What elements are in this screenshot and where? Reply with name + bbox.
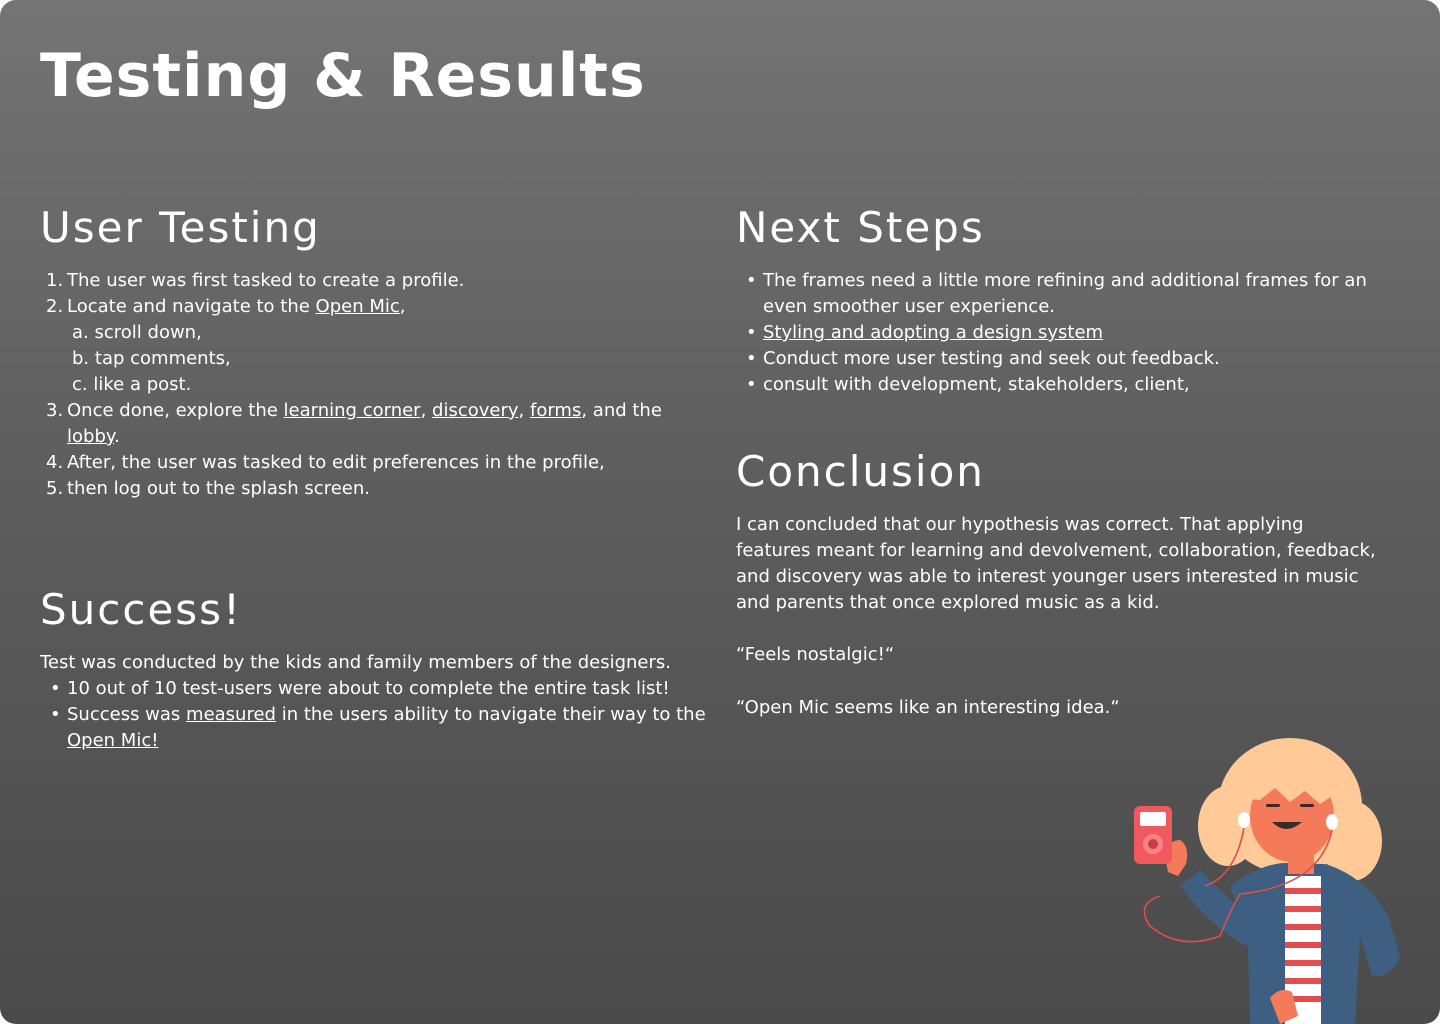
testimonial-quote: “Feels nostalgic!“ bbox=[736, 644, 895, 665]
success-bullets: • 10 out of 10 test-users were about to … bbox=[40, 676, 710, 754]
bullet-text: 10 out of 10 test-users were about to co… bbox=[67, 678, 670, 699]
separator: , and the bbox=[581, 400, 662, 421]
substep-text: like a post. bbox=[93, 374, 192, 395]
bullet-dot: • bbox=[50, 704, 61, 725]
step-number: 4. bbox=[46, 452, 64, 473]
next-step-item: • Styling and adopting a design system bbox=[736, 320, 1406, 346]
open-mic-link[interactable]: Open Mic! bbox=[67, 730, 159, 751]
bullet-dot: • bbox=[746, 322, 757, 343]
step-text: The user was first tasked to create a pr… bbox=[67, 270, 465, 291]
next-steps-heading: Next Steps bbox=[736, 203, 985, 252]
step-1: 1. The user was first tasked to create a… bbox=[40, 268, 700, 294]
substep-text: scroll down, bbox=[94, 322, 202, 343]
step-text-end: . bbox=[113, 426, 120, 447]
step-number: 5. bbox=[46, 478, 64, 499]
step-number: 3. bbox=[46, 400, 64, 421]
next-step-item: • The frames need a little more refining… bbox=[736, 268, 1406, 320]
substep-letter: a. bbox=[72, 322, 89, 343]
learning-corner-link[interactable]: learning corner bbox=[283, 400, 421, 421]
success-intro: Test was conducted by the kids and famil… bbox=[40, 652, 671, 673]
user-testing-steps: 1. The user was first tasked to create a… bbox=[40, 268, 700, 502]
separator: , bbox=[518, 400, 530, 421]
conclusion-text: I can concluded that our hypothesis was … bbox=[736, 514, 1376, 613]
measured-link[interactable]: measured bbox=[186, 704, 276, 725]
bullet-dot: • bbox=[50, 678, 61, 699]
forms-link[interactable]: forms bbox=[529, 400, 582, 421]
next-step-text: Conduct more user testing and seek out f… bbox=[763, 348, 1220, 369]
conclusion-heading: Conclusion bbox=[736, 447, 985, 496]
discovery-link[interactable]: discovery bbox=[432, 400, 519, 421]
separator: , bbox=[420, 400, 433, 421]
step-number: 1. bbox=[46, 270, 64, 291]
step-4: 4. After, the user was tasked to edit pr… bbox=[40, 450, 700, 476]
success-bullet-2: • Success was measured in the users abil… bbox=[40, 702, 710, 754]
step-2: 2. Locate and navigate to the Open Mic, … bbox=[40, 294, 700, 398]
bullet-text: Success was bbox=[67, 704, 187, 725]
substep-letter: c. bbox=[72, 374, 88, 395]
step-3: 3. Once done, explore the learning corne… bbox=[40, 398, 700, 450]
step-text: then log out to the splash screen. bbox=[67, 478, 370, 499]
step-5: 5. then log out to the splash screen. bbox=[40, 476, 700, 502]
step-number: 2. bbox=[46, 296, 64, 317]
substep-a: a. scroll down, bbox=[67, 320, 700, 346]
substep-b: b. tap comments, bbox=[67, 346, 700, 372]
step-text: Locate and navigate to the bbox=[67, 296, 316, 317]
design-system-link[interactable]: Styling and adopting a design system bbox=[763, 322, 1104, 343]
substep-text: tap comments, bbox=[94, 348, 231, 369]
bullet-dot: • bbox=[746, 374, 757, 395]
bullet-dot: • bbox=[746, 348, 757, 369]
success-heading: Success! bbox=[40, 585, 242, 634]
user-testing-heading: User Testing bbox=[40, 203, 321, 252]
bullet-dot: • bbox=[746, 270, 757, 291]
step-text-end: , bbox=[399, 296, 406, 317]
lobby-link[interactable]: lobby bbox=[67, 426, 114, 447]
bullet-text: in the users ability to navigate their w… bbox=[275, 704, 706, 725]
page-title: Testing & Results bbox=[40, 41, 646, 111]
next-step-item: • consult with development, stakeholders… bbox=[736, 372, 1406, 398]
substep-letter: b. bbox=[72, 348, 90, 369]
substep-c: c. like a post. bbox=[67, 372, 700, 398]
step-2-substeps: a. scroll down, b. tap comments, c. like… bbox=[67, 320, 700, 398]
open-mic-link[interactable]: Open Mic bbox=[315, 296, 400, 317]
next-step-item: • Conduct more user testing and seek out… bbox=[736, 346, 1406, 372]
girl-with-music-player-illustration bbox=[1134, 738, 1400, 1024]
success-bullet-1: • 10 out of 10 test-users were about to … bbox=[40, 676, 710, 702]
next-step-text: The frames need a little more refining a… bbox=[763, 270, 1367, 317]
next-steps-list: • The frames need a little more refining… bbox=[736, 268, 1406, 398]
step-text: After, the user was tasked to edit prefe… bbox=[67, 452, 605, 473]
testimonial-quote: “Open Mic seems like an interesting idea… bbox=[736, 697, 1120, 718]
step-text: Once done, explore the bbox=[67, 400, 284, 421]
next-step-text: consult with development, stakeholders, … bbox=[763, 374, 1190, 395]
